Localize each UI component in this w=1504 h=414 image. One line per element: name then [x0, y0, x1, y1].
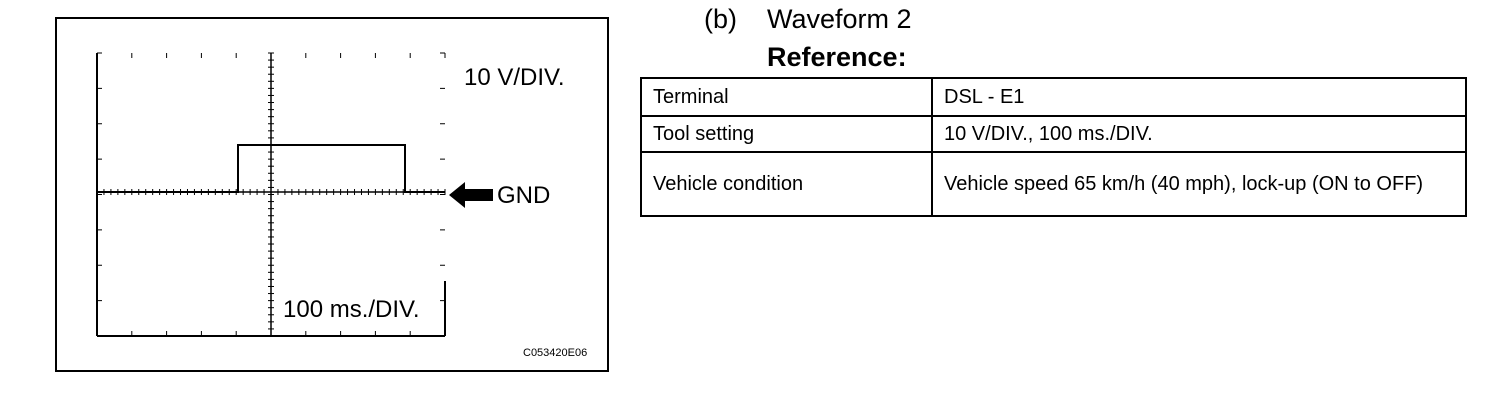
row-value: 10 V/DIV., 100 ms./DIV. [931, 115, 1467, 153]
table-row: Tool setting 10 V/DIV., 100 ms./DIV. [640, 115, 1467, 153]
figure-id: C053420E06 [523, 347, 588, 359]
row-key: Vehicle condition [640, 151, 933, 217]
oscilloscope-screen [96, 52, 446, 337]
time-division-label: 100 ms./DIV. [283, 296, 420, 323]
voltage-division-label: 10 V/DIV. [464, 64, 565, 91]
step-marker: (b) [704, 4, 737, 34]
row-value: Vehicle speed 65 km/h (40 mph), lock-up … [931, 151, 1467, 217]
gnd-label: GND [497, 182, 551, 209]
table-row: Terminal DSL - E1 [640, 77, 1467, 117]
row-key: Terminal [640, 77, 933, 117]
reference-table: Terminal DSL - E1 Tool setting 10 V/DIV.… [640, 77, 1467, 217]
row-key: Tool setting [640, 115, 933, 153]
waveform-figure: 10 V/DIV. 100 ms./DIV. GND C053420E06 [55, 17, 609, 372]
reference-label: Reference: [767, 42, 907, 72]
table-row: Vehicle condition Vehicle speed 65 km/h … [640, 151, 1467, 217]
section-title: Waveform 2 [767, 4, 912, 34]
left-arrow-icon [449, 182, 493, 208]
section-heading: (b) Waveform 2 [704, 4, 912, 35]
waveform-trace [97, 144, 445, 193]
row-value: DSL - E1 [931, 77, 1467, 117]
